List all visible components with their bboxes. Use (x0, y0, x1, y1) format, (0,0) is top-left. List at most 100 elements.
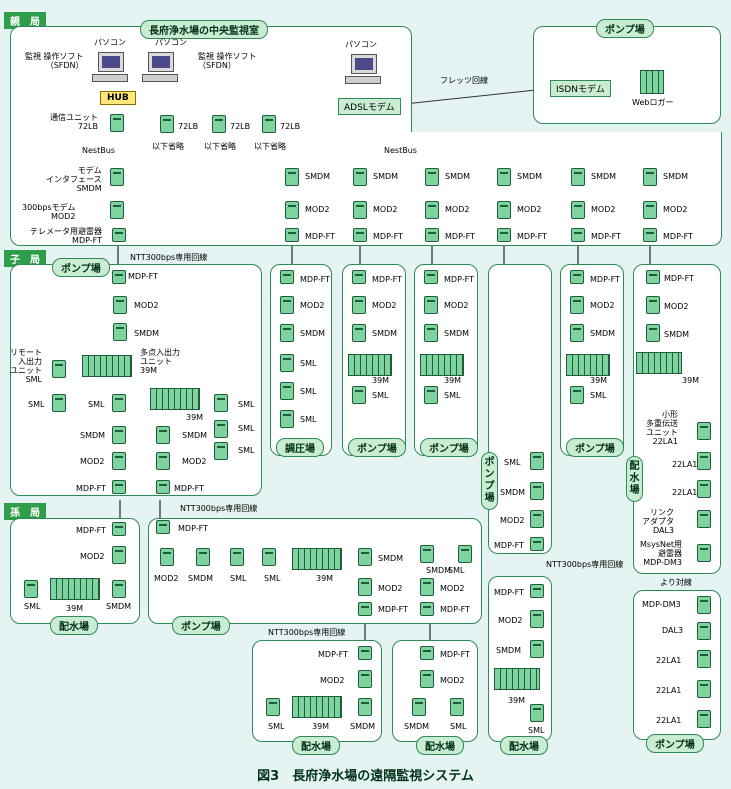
section-kokyoku: 子 局 (4, 250, 46, 267)
gp-mod2c (420, 578, 434, 596)
g-haisui3-title: 配水場 (416, 736, 464, 755)
cc3-smdm-label-2: SMDM (444, 329, 470, 338)
cm-39m-rack (82, 355, 132, 377)
cc4-m39-label-3: 39M (590, 376, 608, 385)
cc4-sml-label-4: SML (590, 391, 607, 400)
cc1-mod2-label-1: MOD2 (300, 301, 325, 310)
rc-mdpft (646, 270, 660, 284)
cc3-smdm-2 (424, 324, 438, 342)
g1-mdpft-label: MDP-FT (76, 526, 106, 535)
g3-smdm-label: SMDM (404, 722, 430, 731)
gp-39m-label: 39M (316, 574, 334, 583)
cm-mod2b (112, 452, 126, 470)
cc2-m39-label-3: 39M (372, 376, 390, 385)
cm-mdpft-label: MDP-FT (128, 272, 158, 281)
remote-pump-title: ポンプ場 (596, 19, 654, 38)
cm-smdm3 (156, 426, 170, 444)
gp-sml-label-3: SML (448, 566, 465, 575)
cc3-sml-4 (424, 386, 438, 404)
cm-sml-label-3: SML (238, 400, 255, 409)
rc-22la1-1 (697, 422, 711, 440)
cc3-m39-3 (420, 354, 464, 376)
cc1-sml-label-4: SML (300, 387, 317, 396)
g-pump-title: ポンプ場 (172, 616, 230, 635)
rc-22la1-label-3: 22LA1 (672, 488, 698, 497)
nb-mdpft-1 (285, 228, 299, 242)
adsl-pc (345, 54, 385, 86)
nb-smdm-label-4: SMDM (517, 172, 543, 181)
cc4-mod2-label-1: MOD2 (590, 301, 615, 310)
msys-label: MsysNet用 避雷器 MDP-DM3 (640, 540, 683, 567)
g1-smdm (112, 580, 126, 598)
g1-sml-label: SML (24, 602, 41, 611)
cc1-mdpft-0 (280, 270, 294, 284)
cc4-sml-4 (570, 386, 584, 404)
gp-mdpft3 (420, 602, 434, 616)
weblogger-device (640, 70, 664, 94)
g4-smdm-label: SMDM (496, 646, 522, 655)
cm-sml-label-2: SML (88, 400, 105, 409)
cc4-m39-3 (566, 354, 610, 376)
rc-smdm (646, 324, 660, 342)
nb-mdpft-label-1: MDP-FT (305, 232, 335, 241)
gp-smdm-label: SMDM (188, 574, 214, 583)
g2-39m-label: 39M (312, 722, 330, 731)
gp-mdpft2 (358, 602, 372, 616)
gp-smdm (196, 548, 210, 566)
remote-pump-panel (533, 26, 721, 124)
gp-mod2c-label: MOD2 (440, 584, 465, 593)
rc-mdpdm3 (697, 544, 711, 562)
cc1-smdm-2 (280, 324, 294, 342)
gp-sml-1 (230, 548, 244, 566)
cc3-mdpft-label-0: MDP-FT (444, 275, 474, 284)
cc3-mdpft-0 (424, 270, 438, 284)
nb-smdm-4 (497, 168, 511, 186)
br-dal3-label: DAL3 (662, 626, 684, 635)
rc-22la1-2 (697, 452, 711, 470)
cc4-mod2-1 (570, 296, 584, 314)
monitor-pc-2 (142, 52, 182, 84)
br-22la1-1 (697, 650, 711, 668)
gp-sml-3 (458, 545, 472, 563)
ntt-line-label-3: NTT300bps専用回線 (546, 560, 624, 569)
cm-mdpft3-label: MDP-FT (174, 484, 204, 493)
cc2-m39-3 (348, 354, 392, 376)
nb-mod2-label-6: MOD2 (663, 205, 688, 214)
gp-smdm2 (358, 548, 372, 566)
cc4-smdm-2 (570, 324, 584, 342)
vp-smdm-label: SMDM (500, 488, 526, 497)
pc-right-software: 監視 操作ソフト （SFDN） (198, 52, 257, 70)
vpump-panel (488, 264, 552, 554)
cc2-sml-label-4: SML (372, 391, 389, 400)
section-oyakyoku: 親 局 (4, 12, 46, 29)
section-magokyoku: 孫 局 (4, 503, 46, 520)
pc-left-software: 監視 操作ソフト （SFDN） (25, 52, 84, 70)
cc1-sml-label-3: SML (300, 359, 317, 368)
rc-39m-label: 39M (682, 376, 700, 385)
control-room-title: 長府浄水場の中央監視室 (140, 20, 268, 39)
child-col-title-2: ポンプ場 (348, 438, 406, 457)
br-dal3 (697, 622, 711, 640)
br-pump-title: ポンプ場 (646, 734, 704, 753)
rc-smdm-label: SMDM (664, 330, 690, 339)
cm-39m-label-2: 39M (186, 413, 204, 422)
child-main-panel (10, 264, 262, 496)
rc-dal3 (697, 510, 711, 528)
g1-39m (50, 578, 100, 600)
nb-mod2-label-4: MOD2 (517, 205, 542, 214)
gp-smdm2-label: SMDM (378, 554, 404, 563)
g3-mdpft (420, 646, 434, 660)
gp-sml-label-1: SML (230, 574, 247, 583)
cc2-mdpft-0 (352, 270, 366, 284)
g1-sml (24, 580, 38, 598)
nb-mod2-4 (497, 201, 511, 219)
small-mux-label: 小形 多重伝送 ユニット 22LA1 (646, 410, 678, 446)
node-72lb-1 (160, 115, 174, 133)
nb-mod2-label-1: MOD2 (305, 205, 330, 214)
g1-mod2-label: MOD2 (80, 552, 105, 561)
vp-mdpft-label: MDP-FT (494, 541, 524, 550)
g-haisui1-title: 配水場 (50, 616, 98, 635)
remote-io-label: リモート 入出力 ユニット SML (10, 348, 42, 384)
nestbus-left-label: NestBus (82, 146, 115, 155)
